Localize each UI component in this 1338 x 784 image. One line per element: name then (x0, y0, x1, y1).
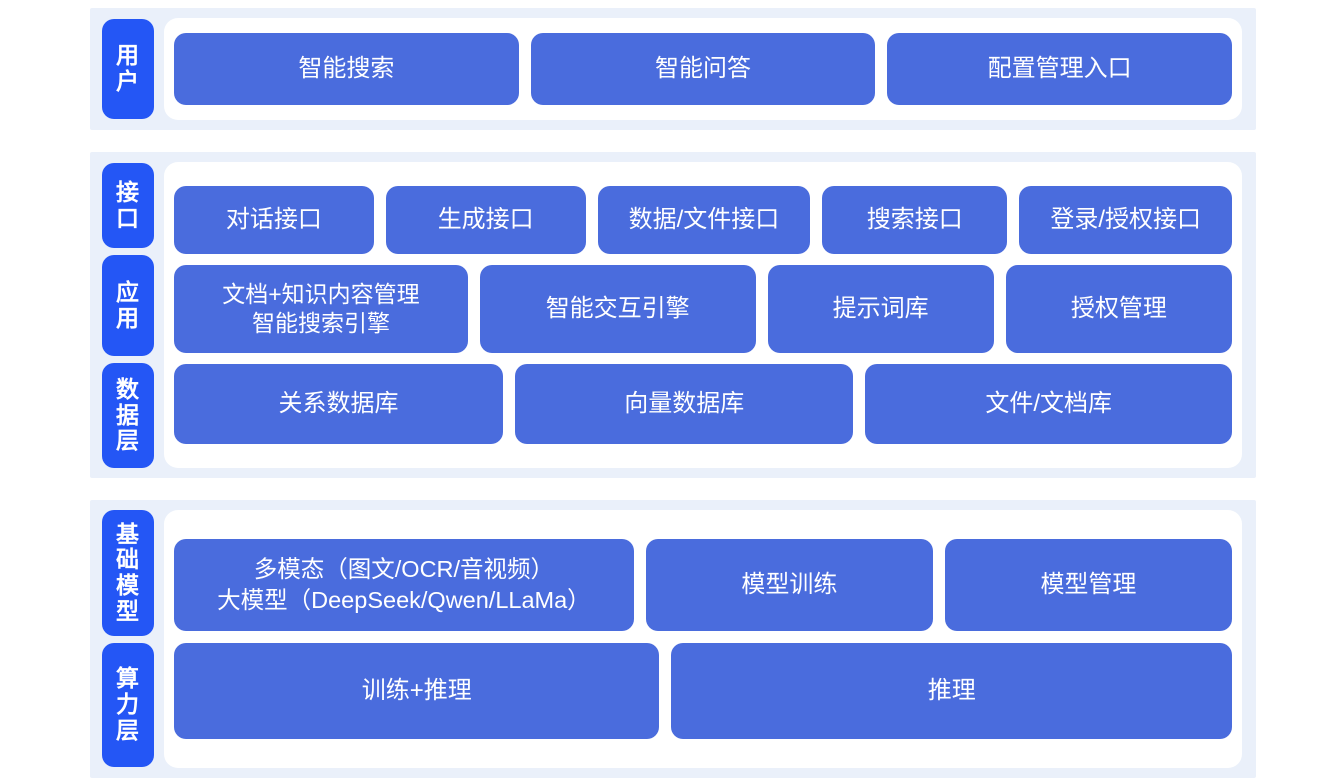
row-api-interfaces: 对话接口 生成接口 数据/文件接口 搜索接口 登录/授权接口 (174, 186, 1232, 254)
layer-label-data: 数据层 (102, 363, 154, 468)
box-vector-database[interactable]: 向量数据库 (515, 364, 854, 444)
layer-label-rail-infra: 基础模型 算力层 (90, 500, 158, 778)
layer-label-user: 用户 (102, 19, 154, 119)
card-user-layer: 智能搜索 智能问答 配置管理入口 (164, 18, 1242, 120)
box-config-management-entry[interactable]: 配置管理入口 (887, 33, 1233, 105)
box-search-interface[interactable]: 搜索接口 (822, 186, 1008, 254)
row-foundation-models: 多模态（图文/OCR/音视频） 大模型（DeepSeek/Qwen/LLaMa）… (174, 539, 1232, 631)
box-training-and-inference[interactable]: 训练+推理 (174, 643, 660, 739)
box-intelligent-qa[interactable]: 智能问答 (530, 33, 876, 105)
box-model-training[interactable]: 模型训练 (645, 539, 933, 631)
card-infrastructure-layers: 多模态（图文/OCR/音视频） 大模型（DeepSeek/Qwen/LLaMa）… (164, 510, 1242, 768)
box-dialog-interface[interactable]: 对话接口 (174, 186, 374, 254)
box-inference[interactable]: 推理 (671, 643, 1232, 739)
box-intelligent-search[interactable]: 智能搜索 (174, 33, 519, 105)
box-generation-interface[interactable]: 生成接口 (385, 186, 586, 254)
box-file-document-store[interactable]: 文件/文档库 (865, 364, 1232, 444)
row-application-modules: 文档+知识内容管理 智能搜索引擎 智能交互引擎 提示词库 授权管理 (174, 265, 1232, 353)
box-login-auth-interface[interactable]: 登录/授权接口 (1019, 186, 1232, 254)
section-platform-layers: 接口 应用 数据层 对话接口 生成接口 数据/文件接口 搜索接口 登录/授权接口… (90, 152, 1256, 478)
layer-label-rail-platform: 接口 应用 数据层 (90, 152, 158, 478)
box-prompt-library[interactable]: 提示词库 (767, 265, 994, 353)
layer-label-api: 接口 (102, 163, 154, 249)
row-user-entries: 智能搜索 智能问答 配置管理入口 (174, 33, 1233, 105)
layer-label-application: 应用 (102, 255, 154, 357)
layer-label-rail-user: 用户 (90, 8, 158, 130)
row-compute-resources: 训练+推理 推理 (174, 643, 1232, 739)
box-intelligent-interaction-engine[interactable]: 智能交互引擎 (479, 265, 756, 353)
row-data-stores: 关系数据库 向量数据库 文件/文档库 (174, 364, 1232, 444)
layer-label-compute: 算力层 (102, 643, 154, 767)
box-document-knowledge-management[interactable]: 文档+知识内容管理 智能搜索引擎 (174, 265, 468, 353)
card-platform-layers: 对话接口 生成接口 数据/文件接口 搜索接口 登录/授权接口 文档+知识内容管理… (164, 162, 1242, 468)
box-relational-database[interactable]: 关系数据库 (174, 364, 504, 444)
box-authorization-management[interactable]: 授权管理 (1005, 265, 1232, 353)
box-multimodal-large-model[interactable]: 多模态（图文/OCR/音视频） 大模型（DeepSeek/Qwen/LLaMa） (174, 539, 634, 631)
layer-label-foundation-model: 基础模型 (102, 510, 154, 636)
box-model-management[interactable]: 模型管理 (944, 539, 1232, 631)
section-user-layer: 用户 智能搜索 智能问答 配置管理入口 (90, 8, 1256, 130)
section-infrastructure-layers: 基础模型 算力层 多模态（图文/OCR/音视频） 大模型（DeepSeek/Qw… (90, 500, 1256, 778)
box-data-file-interface[interactable]: 数据/文件接口 (597, 186, 811, 254)
